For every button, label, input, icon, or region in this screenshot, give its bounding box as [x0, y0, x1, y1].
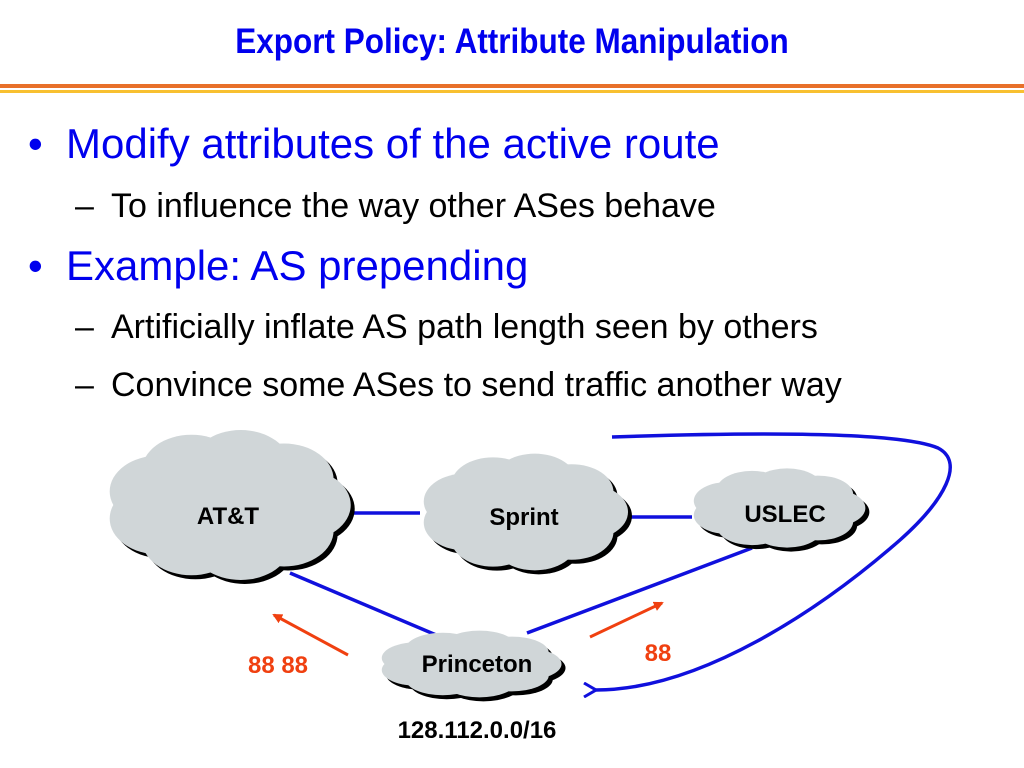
prefix-label: 128.112.0.0/16	[398, 717, 557, 744]
sub-text: Artificially inflate AS path length seen…	[111, 308, 818, 346]
sub-bullet-1-1: –To influence the way other ASes behave	[75, 187, 716, 226]
link-princeton-uslec	[526, 546, 753, 635]
sub-dash: –	[75, 187, 94, 225]
cloud-att	[109, 430, 355, 584]
bullet-dot: •	[28, 242, 43, 289]
node-label-att: AT&T	[197, 503, 260, 530]
sub-bullet-2-1: –Artificially inflate AS path length see…	[75, 308, 818, 347]
bullet-text: Modify attributes of the active route	[66, 120, 720, 167]
sub-dash: –	[75, 366, 94, 404]
cloud-uslec	[693, 468, 870, 552]
node-label-sprint: Sprint	[489, 504, 558, 531]
as-path-left: 88 88	[248, 652, 308, 679]
traffic-path-arrow	[596, 432, 952, 690]
bullet-2: • Example: AS prepending	[28, 242, 528, 290]
announce-arrow-right	[589, 601, 664, 639]
cloud-princeton	[381, 630, 566, 702]
sub-text: Convince some ASes to send traffic anoth…	[111, 366, 842, 404]
announce-arrow-left	[272, 613, 349, 657]
bullet-text: Example: AS prepending	[66, 242, 529, 289]
slide-title: Export Policy: Attribute Manipulation	[235, 22, 789, 61]
bullet-dot: •	[28, 120, 43, 167]
link-att-princeton	[289, 571, 449, 642]
sub-bullet-2-2: –Convince some ASes to send traffic anot…	[75, 366, 842, 405]
node-label-princeton: Princeton	[422, 651, 533, 678]
as-path-right: 88	[645, 640, 672, 667]
sub-dash: –	[75, 308, 94, 346]
sub-text: To influence the way other ASes behave	[111, 187, 716, 225]
title-rule-yellow	[0, 90, 1024, 93]
cloud-sprint	[423, 453, 632, 575]
bullet-1: • Modify attributes of the active route	[28, 120, 720, 168]
title-rule-orange	[0, 84, 1024, 88]
node-label-uslec: USLEC	[744, 501, 825, 528]
